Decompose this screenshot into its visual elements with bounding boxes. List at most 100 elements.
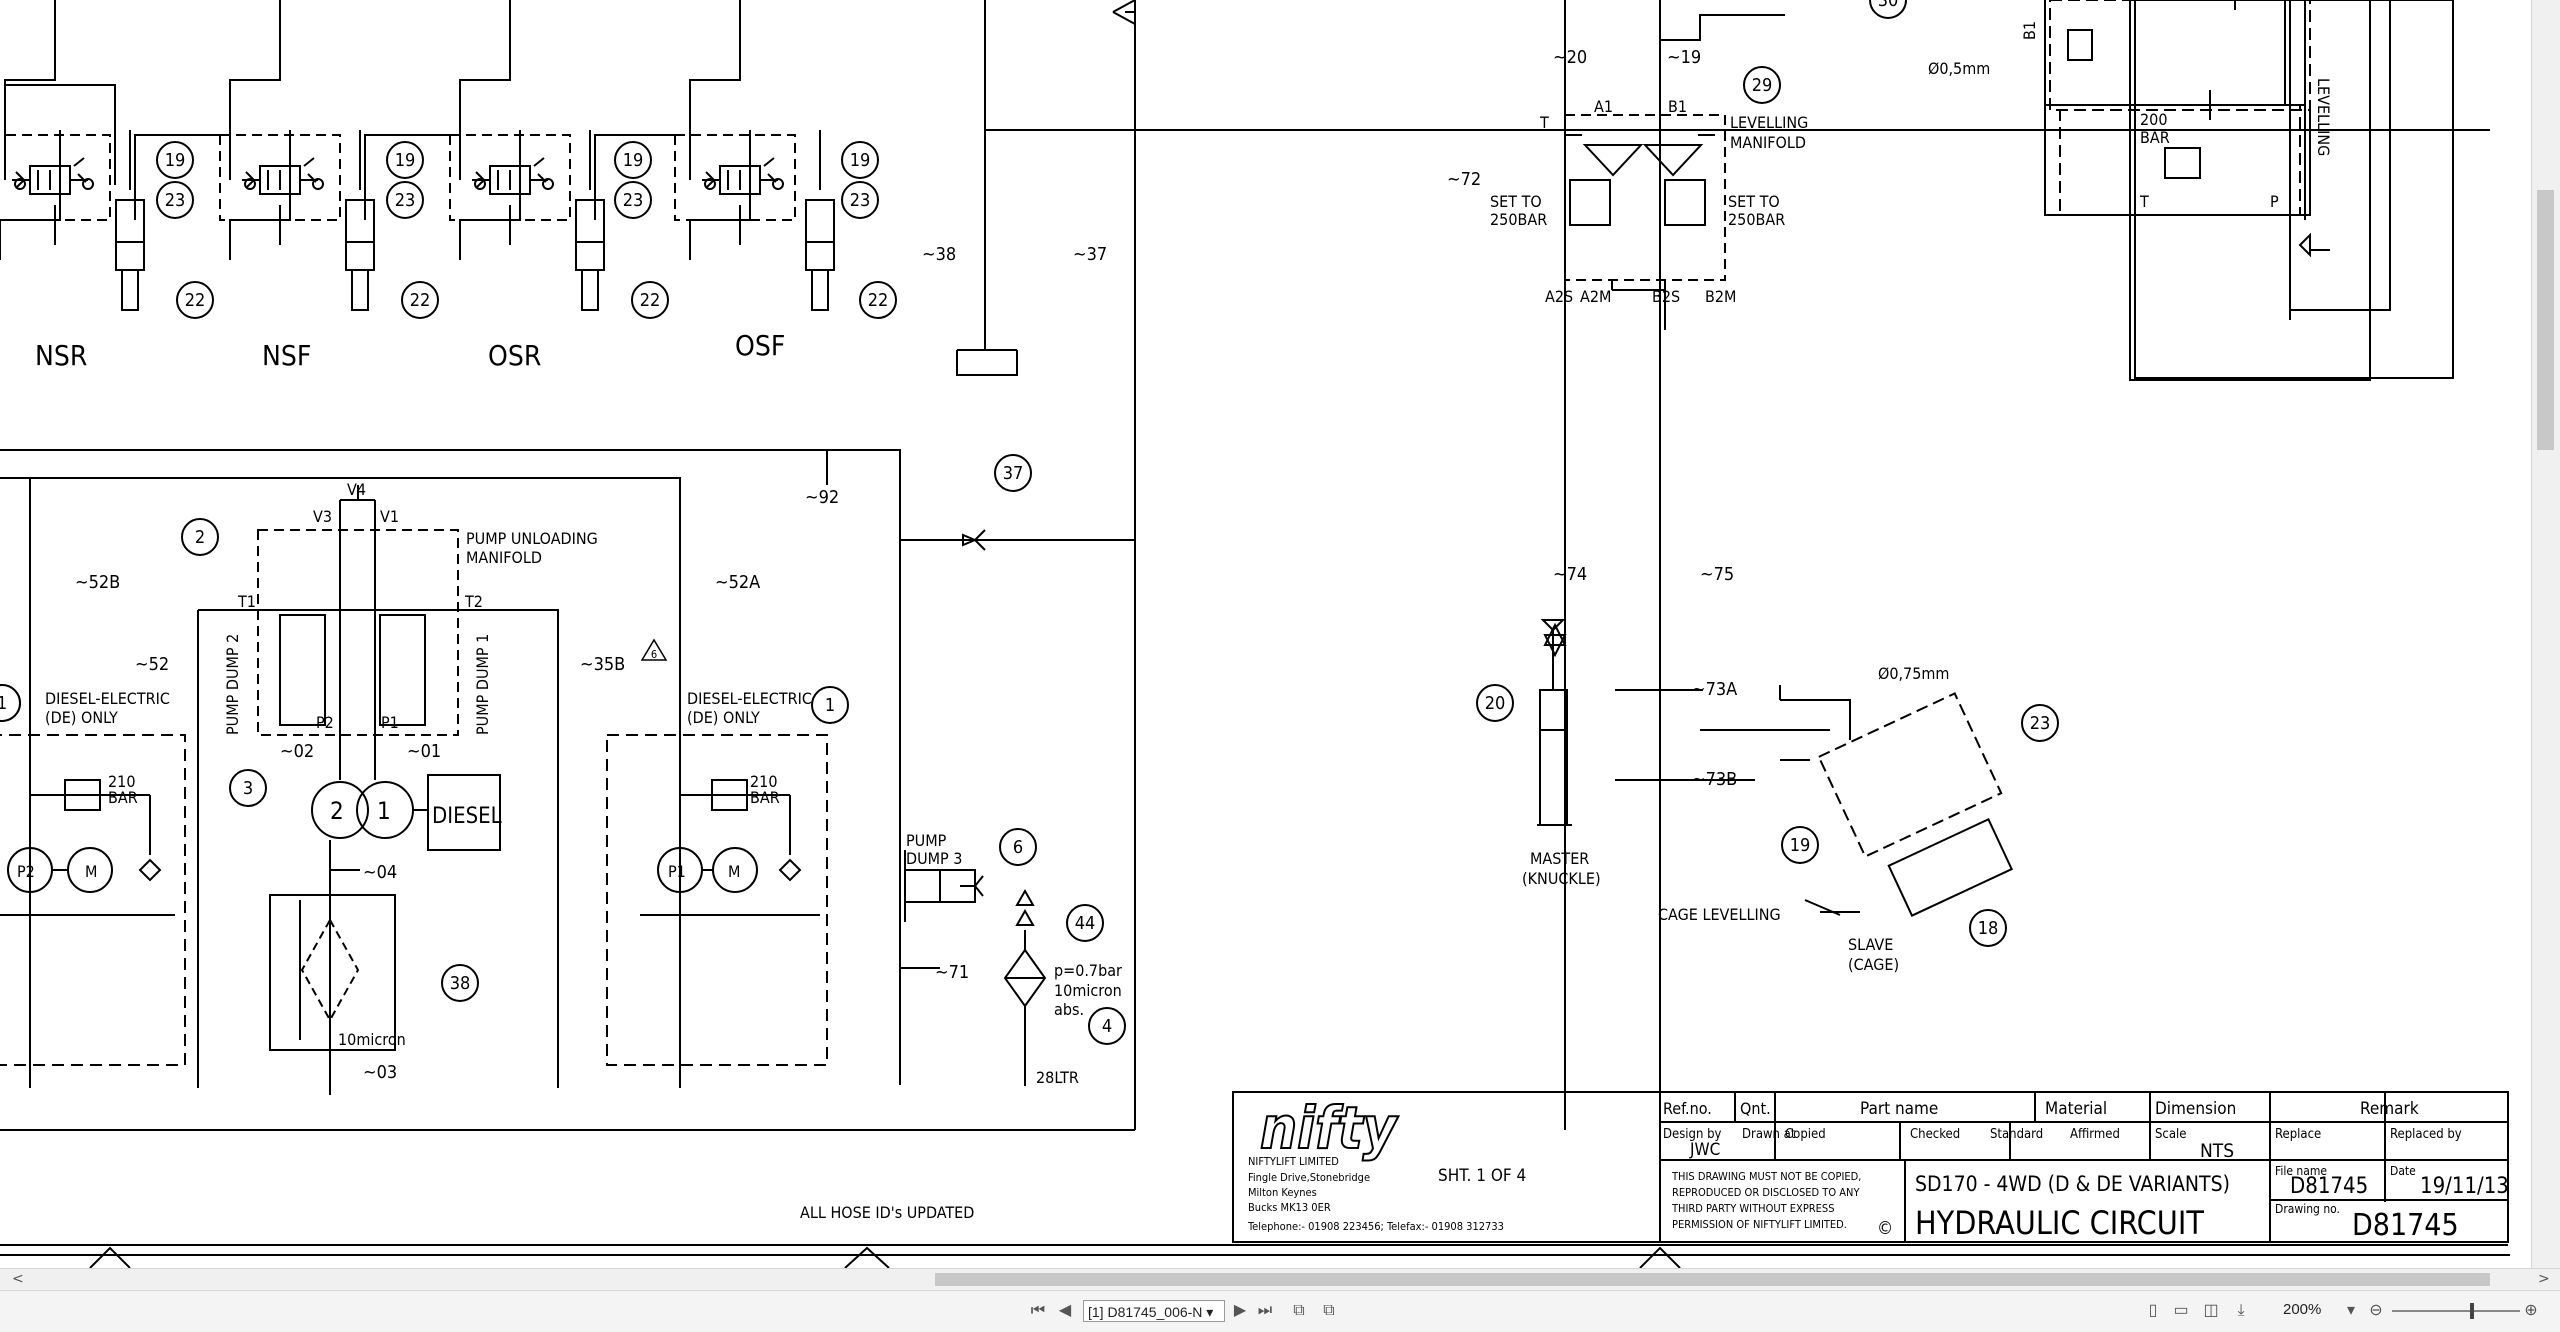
svg-text:BAR: BAR (2140, 128, 2170, 147)
svg-text:Remark: Remark (2360, 1099, 2419, 1119)
svg-text:Replace: Replace (2275, 1127, 2321, 1142)
vertical-scroll-thumb[interactable] (2537, 190, 2554, 450)
last-page-icon[interactable]: ⏭ (1257, 1302, 1273, 1319)
prev-page-icon[interactable]: ◀ (1058, 1302, 1072, 1319)
next-page-icon[interactable]: ▶ (1233, 1302, 1247, 1319)
svg-text:Standard: Standard (1990, 1127, 2043, 1142)
svg-text:A2M: A2M (1580, 287, 1611, 306)
svg-text:P: P (2270, 192, 2279, 211)
scroll-left-icon[interactable]: < (12, 1271, 24, 1287)
svg-text:MANIFOLD: MANIFOLD (1730, 133, 1806, 152)
svg-text:SD170 - 4WD (D & DE VARIANTS): SD170 - 4WD (D & DE VARIANTS) (1915, 1172, 2230, 1196)
svg-text:Drawing no.: Drawing no. (2275, 1202, 2340, 1216)
svg-text:210: 210 (750, 772, 777, 791)
zoom-slider-handle[interactable] (2470, 1303, 2474, 1319)
vertical-scrollbar[interactable] (2531, 0, 2560, 1268)
svg-text:MANIFOLD: MANIFOLD (466, 548, 542, 567)
two-page-icon[interactable]: ◫ (2203, 1302, 2219, 1319)
scroll-right-icon[interactable]: > (2538, 1271, 2550, 1287)
paste-page-icon[interactable]: ⧉ (1323, 1302, 1335, 1319)
svg-text:~04: ~04 (363, 862, 397, 883)
zoom-in-icon[interactable]: ⊕ (2524, 1302, 2538, 1319)
svg-text:T2: T2 (464, 592, 483, 611)
svg-text:SHT. 1 OF 4: SHT. 1 OF 4 (1438, 1166, 1526, 1186)
svg-text:Checked: Checked (1910, 1127, 1960, 1142)
svg-text:~20: ~20 (1553, 47, 1587, 68)
svg-text:1: 1 (0, 693, 7, 714)
svg-text:29: 29 (1752, 75, 1773, 96)
svg-text:Scale: Scale (2155, 1127, 2186, 1142)
first-page-icon[interactable]: ⏮ (1030, 1302, 1046, 1319)
svg-text:Ref.no.: Ref.no. (1663, 1099, 1712, 1118)
svg-text:22: 22 (410, 290, 431, 311)
svg-text:19: 19 (1790, 835, 1811, 856)
continuous-page-icon[interactable]: ▭ (2173, 1302, 2189, 1319)
zoom-out-icon[interactable]: ⊖ (2369, 1302, 2383, 1319)
svg-text:Design by: Design by (1663, 1127, 1722, 1142)
svg-text:Bucks MK13 0ER: Bucks MK13 0ER (1248, 1201, 1331, 1214)
svg-text:~35B: ~35B (580, 654, 625, 675)
svg-text:Part name: Part name (1860, 1099, 1938, 1119)
svg-text:Dimension: Dimension (2155, 1099, 2236, 1119)
svg-text:B1: B1 (1668, 97, 1687, 116)
svg-text:BAR: BAR (750, 788, 780, 807)
svg-text:V1: V1 (380, 507, 399, 526)
svg-text:Affirmed: Affirmed (2070, 1127, 2120, 1142)
balloons (0, 0, 2059, 1045)
svg-text:19: 19 (165, 150, 186, 171)
svg-text:22: 22 (868, 290, 889, 311)
svg-text:18: 18 (1978, 918, 1999, 939)
svg-text:Replaced by: Replaced by (2390, 1127, 2462, 1142)
svg-text:Drawn at: Drawn at (1742, 1127, 1796, 1142)
svg-text:2: 2 (195, 527, 205, 548)
svg-text:~71: ~71 (935, 962, 969, 983)
svg-text:THIS DRAWING MUST NOT BE COPIE: THIS DRAWING MUST NOT BE COPIED, (1671, 1170, 1861, 1183)
drawing-canvas[interactable]: NSR NSF OSR OSF 19 23 19 23 19 23 19 23 … (0, 0, 2532, 1268)
svg-text:28LTR: 28LTR (1036, 1068, 1079, 1087)
svg-text:19: 19 (850, 150, 871, 171)
zoom-level: 200% (2283, 1301, 2322, 1318)
svg-text:SLAVE: SLAVE (1848, 935, 1893, 954)
fit-icon[interactable]: ⤓ (2237, 1302, 2245, 1319)
svg-text:3: 3 (243, 778, 253, 799)
svg-text:20: 20 (1485, 693, 1506, 714)
svg-text:LEVELLING: LEVELLING (1730, 113, 1808, 132)
svg-text:SET TO: SET TO (1728, 192, 1780, 211)
zoom-dropdown-icon[interactable]: ▾ (2346, 1302, 2356, 1319)
schematic-lines (0, 0, 2510, 1268)
page-select[interactable]: [1] D81745_006-N ▾ (1083, 1300, 1225, 1322)
svg-text:CAGE LEVELLING: CAGE LEVELLING (1658, 905, 1781, 924)
svg-text:M: M (85, 862, 97, 881)
svg-text:19: 19 (395, 150, 416, 171)
svg-text:Milton Keynes: Milton Keynes (1248, 1186, 1317, 1199)
svg-text:V3: V3 (313, 507, 332, 526)
svg-text:30: 30 (1878, 0, 1899, 11)
svg-text:Fingle Drive,Stonebridge: Fingle Drive,Stonebridge (1248, 1171, 1370, 1184)
svg-text:~19: ~19 (1667, 47, 1701, 68)
svg-text:23: 23 (850, 190, 871, 211)
svg-text:2: 2 (330, 797, 344, 825)
svg-text:A1: A1 (1594, 97, 1613, 116)
svg-text:SET TO: SET TO (1490, 192, 1542, 211)
horizontal-scroll-thumb[interactable] (935, 1273, 2490, 1286)
svg-text:ALL HOSE ID's UPDATED: ALL HOSE ID's UPDATED (800, 1203, 974, 1222)
svg-text:THIRD PARTY WITHOUT EXPRESS: THIRD PARTY WITHOUT EXPRESS (1671, 1202, 1834, 1215)
svg-text:T1: T1 (237, 592, 256, 611)
svg-text:Copied: Copied (1785, 1127, 1826, 1142)
svg-text:abs.: abs. (1054, 1000, 1084, 1019)
svg-text:P1: P1 (381, 713, 399, 732)
svg-text:38: 38 (450, 973, 471, 994)
svg-text:DIESEL: DIESEL (432, 804, 502, 829)
svg-text:Ø0,75mm: Ø0,75mm (1878, 664, 1949, 683)
svg-text:NSF: NSF (262, 339, 311, 372)
balloon-numbers: 19 23 19 23 19 23 19 23 22 22 22 22 30 2… (0, 0, 2050, 1037)
leg-labels: NSR NSF OSR OSF (35, 329, 785, 372)
copy-page-icon[interactable]: ⧉ (1293, 1302, 1305, 1319)
svg-text:(CAGE): (CAGE) (1848, 955, 1899, 974)
single-page-icon[interactable]: ▯ (2148, 1302, 2158, 1319)
svg-text:Ø0,5mm: Ø0,5mm (1928, 59, 1990, 78)
horizontal-scrollbar[interactable]: < > (0, 1268, 2560, 1291)
svg-text:PERMISSION OF NIFTYLIFT LIMITE: PERMISSION OF NIFTYLIFT LIMITED. (1672, 1218, 1847, 1231)
zoom-slider-track[interactable] (2392, 1310, 2520, 1312)
svg-text:22: 22 (640, 290, 661, 311)
